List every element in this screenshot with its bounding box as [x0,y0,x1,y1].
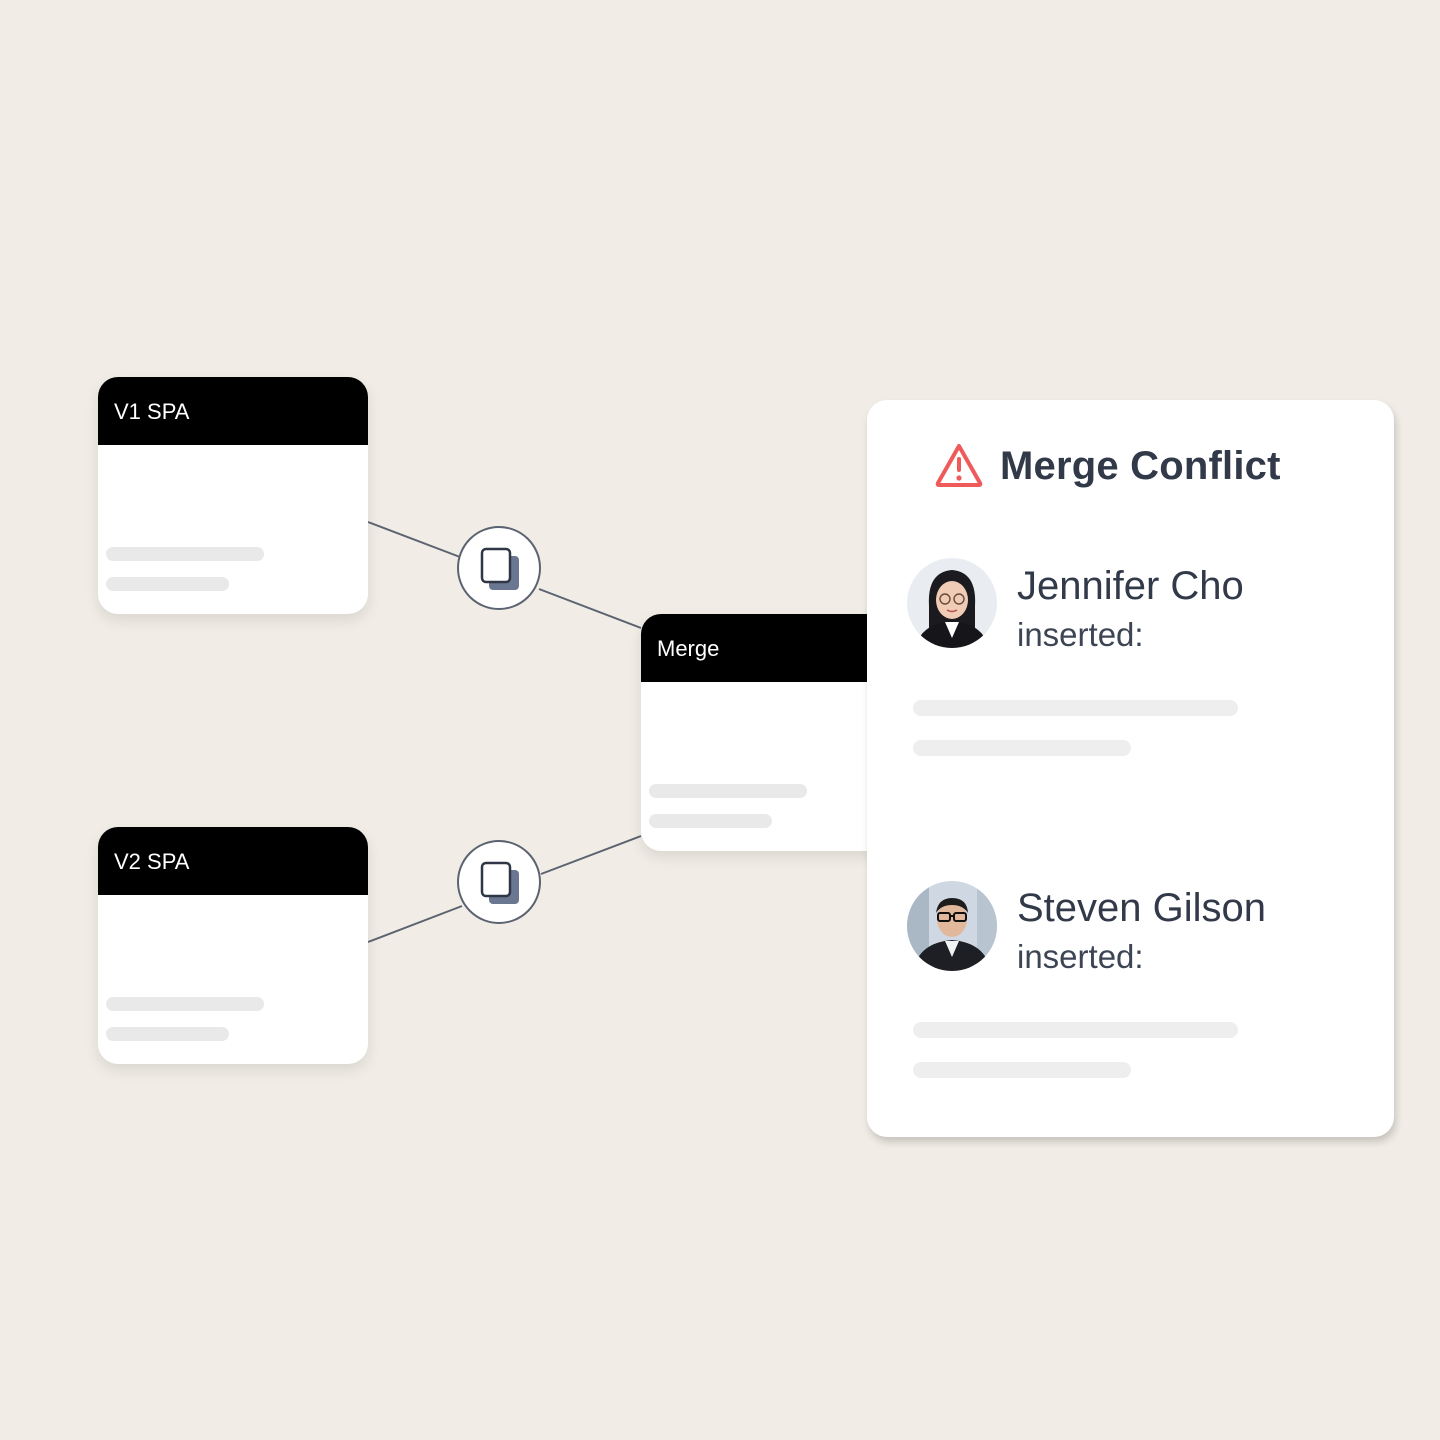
user-name: Jennifer Cho [1017,564,1244,608]
connector-node-to-merge-top [538,588,642,629]
user-action: inserted: [1017,938,1144,975]
placeholder-line [649,784,807,798]
warning-triangle-icon [935,444,983,487]
user-action: inserted: [1017,616,1144,653]
avatar [907,881,997,971]
conflict-title: Merge Conflict [1000,444,1281,488]
avatar-jennifer-cho [907,558,997,648]
connector-v2-to-node [367,905,463,943]
user-name: Steven Gilson [1017,886,1267,930]
copy-node-top[interactable] [457,526,541,610]
card-v2-spa[interactable]: V2 SPA [98,827,368,1064]
merge-conflict-panel: Merge Conflict Jennifer Cho inserted: [867,400,1394,1137]
placeholder-line [913,740,1131,756]
placeholder-line [106,547,264,561]
card-merge-title: Merge [641,614,901,682]
connector-v1-to-node [367,521,461,558]
card-v2-title: V2 SPA [98,827,368,895]
placeholder-line [913,1022,1238,1038]
placeholder-line [106,997,264,1011]
placeholder-line [913,1062,1131,1078]
placeholder-line [649,814,772,828]
connector-node-to-merge-bottom [540,835,642,875]
placeholder-line [913,700,1238,716]
copy-node-bottom[interactable] [457,840,541,924]
card-merge[interactable]: Merge [641,614,901,851]
placeholder-line [106,1027,229,1041]
copy-icon [480,861,519,904]
avatar-steven-gilson [907,881,997,971]
copy-icon [480,547,519,590]
avatar [907,558,997,648]
card-v1-title: V1 SPA [98,377,368,445]
card-v1-spa[interactable]: V1 SPA [98,377,368,614]
placeholder-line [106,577,229,591]
